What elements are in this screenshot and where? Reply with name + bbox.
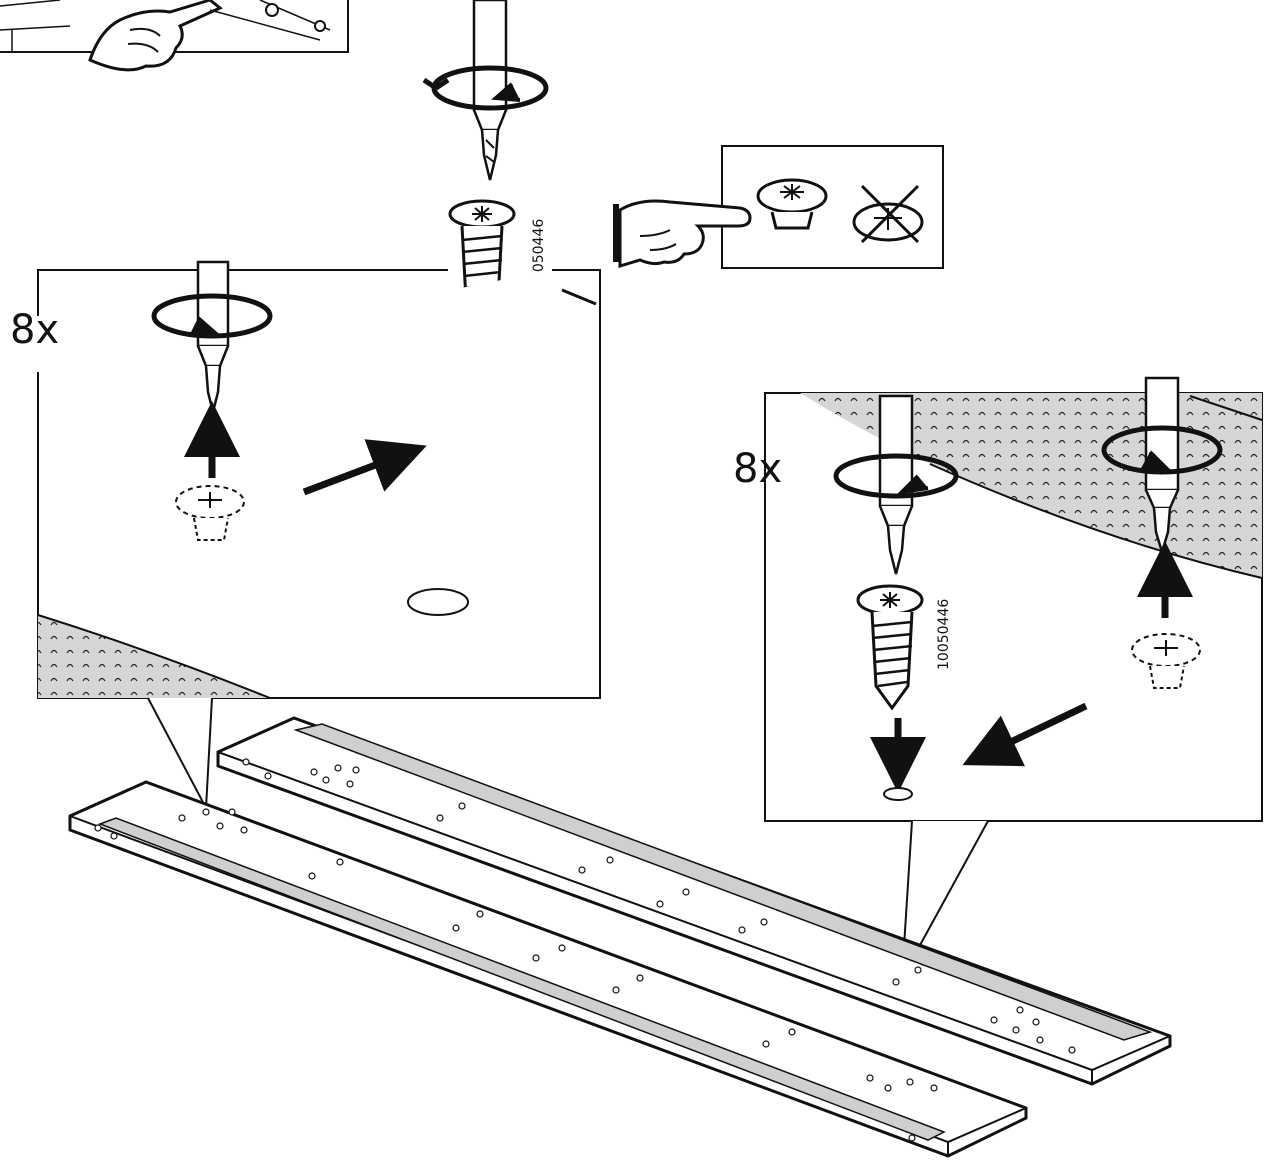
front-rail-board — [68, 780, 1028, 1158]
right-screw-part-number: 10050446 — [936, 599, 952, 670]
back-rail-board — [216, 716, 1172, 1086]
previous-step-frame — [0, 0, 349, 72]
pointing-hand-icon — [613, 199, 752, 269]
rotate-arrow-icon — [151, 293, 273, 339]
left-step-quantity: 8x — [10, 307, 59, 353]
screw-hole — [883, 787, 913, 801]
cam-screw-icon — [1131, 633, 1201, 689]
wood-screw-icon — [856, 584, 924, 711]
screwdriver-icon — [878, 394, 914, 575]
diagonal-arrow — [962, 702, 1088, 767]
rotate-arrow-icon — [833, 453, 959, 499]
wood-screw-icon — [756, 178, 828, 230]
diagonal-arrow — [302, 439, 427, 496]
correct-screw-callout — [613, 145, 944, 269]
hand-holding-icon — [88, 0, 223, 72]
right-step-quantity: 8x — [733, 446, 782, 492]
cam-screw-icon — [175, 485, 245, 541]
rotate-arrow-icon — [1101, 425, 1223, 475]
cam-hole — [407, 588, 469, 616]
right-step-frame — [764, 392, 1263, 822]
top-screwdriver-icon — [472, 0, 508, 181]
crossed-out-icon — [860, 184, 920, 244]
rotate-arrow-icon — [422, 65, 549, 111]
